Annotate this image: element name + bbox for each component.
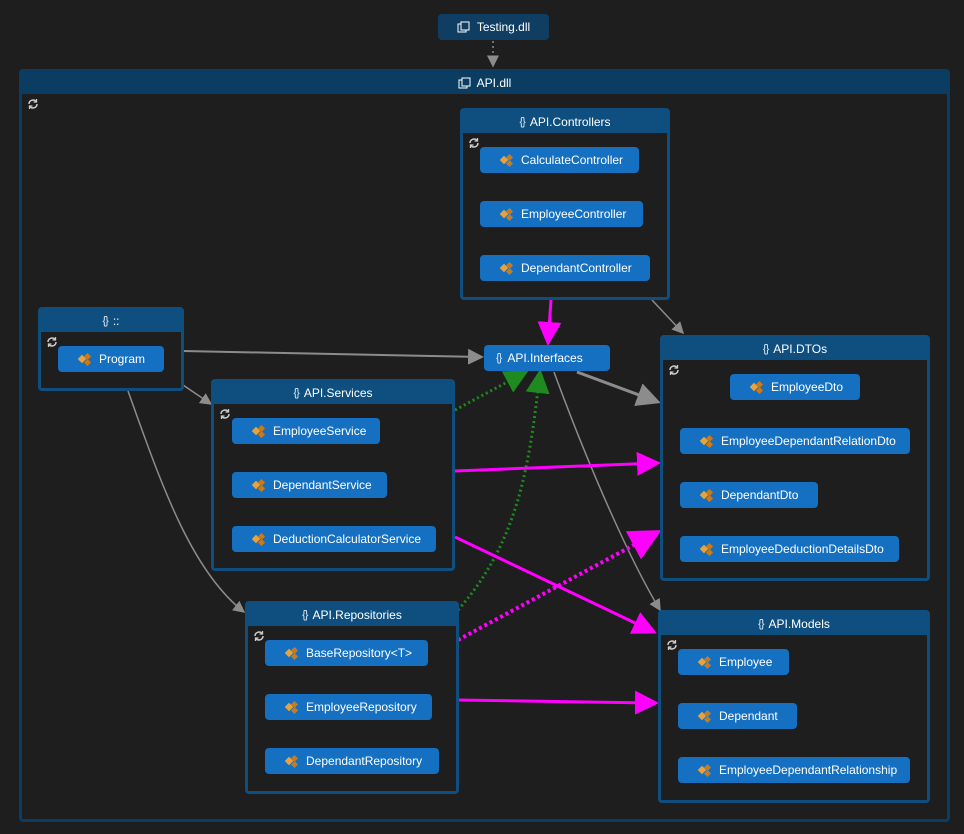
class-icon <box>698 709 712 723</box>
class-node-deductioncalculatorservice[interactable]: DeductionCalculatorService <box>232 526 436 552</box>
assembly-icon <box>458 77 471 89</box>
namespace-models-header: {} API.Models <box>661 613 927 635</box>
class-node-label: Employee <box>719 655 773 669</box>
namespace-icon: {} <box>302 609 308 621</box>
namespace-global-label: :: <box>112 314 120 328</box>
namespace-controllers-label: API.Controllers <box>529 115 611 129</box>
class-node-employeeservice[interactable]: EmployeeService <box>232 418 380 444</box>
namespace-icon: {} <box>762 343 769 355</box>
class-node-baserepository[interactable]: BaseRepository<T> <box>265 640 428 666</box>
class-node-label: DeductionCalculatorService <box>273 532 422 546</box>
class-icon <box>700 542 714 556</box>
class-node-label: DependantRepository <box>306 754 423 768</box>
namespace-services-header: {} API.Services <box>214 382 452 404</box>
class-node-program[interactable]: Program <box>58 346 164 372</box>
class-icon <box>698 763 712 777</box>
assembly-testing-label: Testing.dll <box>476 20 531 34</box>
class-icon <box>500 153 514 167</box>
namespace-icon: {} <box>496 352 502 364</box>
namespace-dtos-label: API.DTOs <box>773 342 828 356</box>
class-icon <box>700 434 714 448</box>
namespace-icon: {} <box>758 618 764 630</box>
class-node-label: EmployeeDependantRelationDto <box>721 434 896 448</box>
class-node-label: EmployeeDependantRelationship <box>719 763 898 777</box>
class-node-employeedto[interactable]: EmployeeDto <box>730 374 860 400</box>
class-node-label: DependantController <box>521 261 632 275</box>
class-node-label: Program <box>99 352 146 366</box>
namespace-services-label: API.Services <box>303 386 373 400</box>
class-icon <box>700 488 714 502</box>
class-node-label: BaseRepository<T> <box>306 646 413 660</box>
class-node-label: EmployeeController <box>521 207 627 221</box>
class-node-employeecontroller[interactable]: EmployeeController <box>480 201 643 227</box>
class-icon <box>500 261 514 275</box>
namespace-global-header: {} :: <box>41 310 181 332</box>
namespace-controllers-header: {} API.Controllers <box>463 111 667 133</box>
namespace-repositories-label: API.Repositories <box>312 608 402 622</box>
refresh-icon[interactable] <box>666 639 678 651</box>
class-node-label: DependantDto <box>721 488 799 502</box>
class-node-label: CalculateController <box>521 153 624 167</box>
namespace-dtos-header: {} API.DTOs <box>663 338 927 360</box>
assembly-api-label: API.dll <box>476 76 512 90</box>
class-icon <box>285 700 299 714</box>
refresh-icon[interactable] <box>668 364 680 376</box>
namespace-icon: {} <box>519 116 525 128</box>
class-node-dependant[interactable]: Dependant <box>678 703 797 729</box>
refresh-icon[interactable] <box>253 630 265 642</box>
class-node-employeedependantrelationship[interactable]: EmployeeDependantRelationship <box>678 757 910 783</box>
class-node-label: DependantService <box>273 478 372 492</box>
assembly-testing[interactable]: Testing.dll <box>438 14 549 40</box>
class-node-employeerepository[interactable]: EmployeeRepository <box>265 694 432 720</box>
namespace-interfaces-label: API.Interfaces <box>507 351 583 365</box>
namespace-repositories-header: {} API.Repositories <box>248 604 456 626</box>
refresh-icon[interactable] <box>468 137 480 149</box>
class-icon <box>285 754 299 768</box>
assembly-api-header: API.dll <box>22 72 947 94</box>
class-icon <box>500 207 514 221</box>
refresh-icon[interactable] <box>27 98 39 110</box>
class-node-employeedeductiondetailsdto[interactable]: EmployeeDeductionDetailsDto <box>680 536 899 562</box>
class-node-dependantcontroller[interactable]: DependantController <box>480 255 650 281</box>
class-node-dependantdto[interactable]: DependantDto <box>680 482 818 508</box>
class-icon <box>285 646 299 660</box>
class-icon <box>252 478 266 492</box>
namespace-interfaces-node[interactable]: {} API.Interfaces <box>484 345 610 371</box>
refresh-icon[interactable] <box>46 336 58 348</box>
class-node-dependantservice[interactable]: DependantService <box>232 472 387 498</box>
assembly-icon <box>457 21 470 33</box>
class-node-label: EmployeeRepository <box>306 700 417 714</box>
class-icon <box>78 352 92 366</box>
class-node-label: Dependant <box>719 709 778 723</box>
class-node-label: EmployeeDeductionDetailsDto <box>721 542 884 556</box>
class-icon <box>698 655 712 669</box>
class-node-label: EmployeeService <box>273 424 367 438</box>
class-node-employee[interactable]: Employee <box>678 649 789 675</box>
namespace-icon: {} <box>102 315 108 327</box>
refresh-icon[interactable] <box>219 408 231 420</box>
namespace-icon: {} <box>293 387 299 399</box>
class-node-employeedependantrelationdto[interactable]: EmployeeDependantRelationDto <box>680 428 910 454</box>
namespace-models-label: API.Models <box>768 617 830 631</box>
class-node-calculatecontroller[interactable]: CalculateController <box>480 147 639 173</box>
class-icon <box>252 424 266 438</box>
class-icon <box>750 380 764 394</box>
class-node-label: EmployeeDto <box>771 380 844 394</box>
class-icon <box>252 532 266 546</box>
class-node-dependantrepository[interactable]: DependantRepository <box>265 748 439 774</box>
